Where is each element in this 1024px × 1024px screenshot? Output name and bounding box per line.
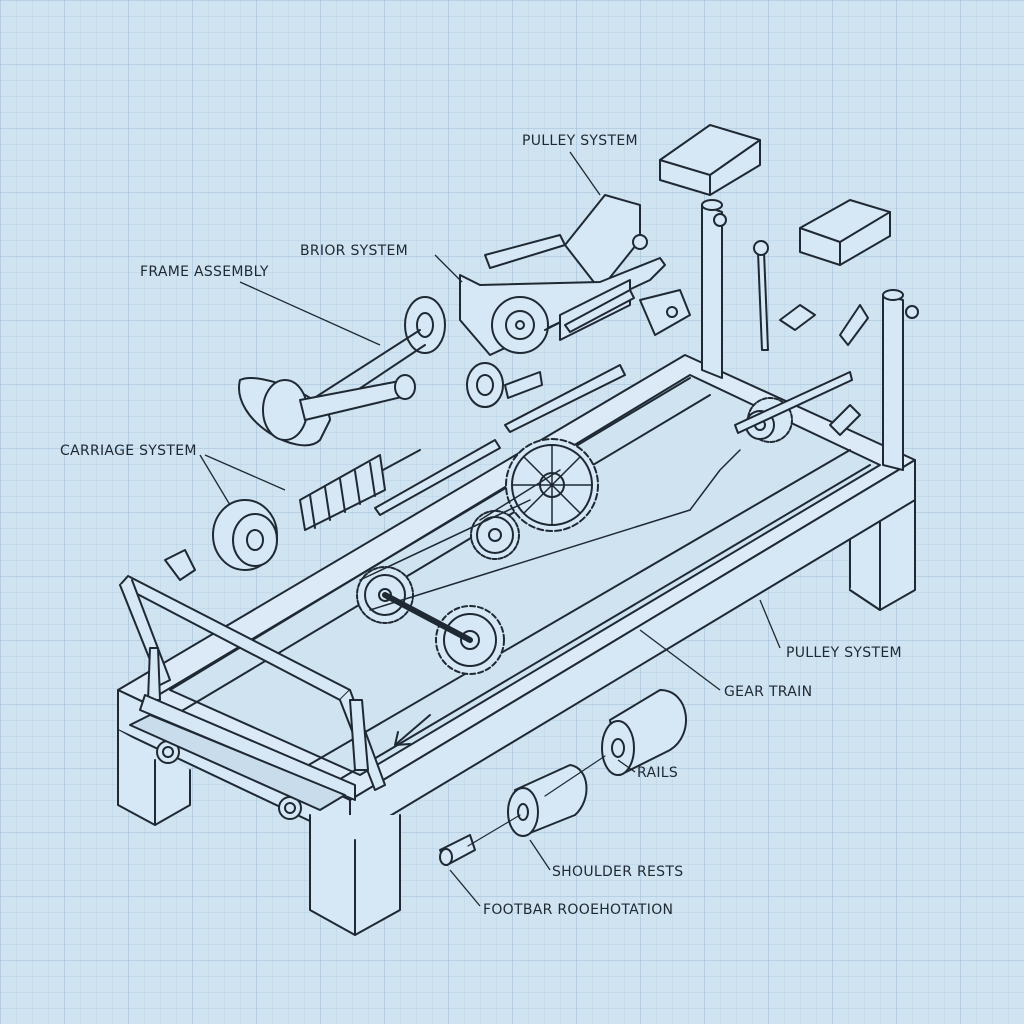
frame-assembly-part	[238, 296, 446, 447]
rollers	[439, 689, 687, 866]
small-pulley	[466, 362, 543, 408]
leader-lines	[199, 151, 781, 907]
right-pulley-assembly	[713, 213, 919, 443]
footbar	[119, 575, 386, 811]
label-footbar: FOOTBAR ROOEHOTATION	[483, 902, 674, 918]
gear-train	[356, 438, 741, 675]
label-pulley-system-top: PULLEY SYSTEM	[522, 133, 638, 149]
label-gear-train: GEAR TRAIN	[724, 684, 813, 700]
label-frame-assembly: FRAME ASSEMBLY	[140, 264, 269, 280]
spring	[299, 449, 421, 531]
direction-arrow	[394, 714, 431, 746]
label-rails: RAILS	[637, 765, 679, 781]
upright-posts	[701, 199, 904, 471]
label-carriage-system: CARRIAGE SYSTEM	[60, 443, 197, 459]
carriage-wheel	[164, 499, 278, 581]
label-brake-system: BRIOR SYSTEM	[300, 243, 409, 259]
label-pulley-system-right: PULLEY SYSTEM	[786, 645, 902, 661]
shoulder-pads	[659, 124, 891, 266]
label-shoulder-rests: SHOULDER RESTS	[552, 864, 684, 880]
threaded-rods	[374, 240, 769, 516]
